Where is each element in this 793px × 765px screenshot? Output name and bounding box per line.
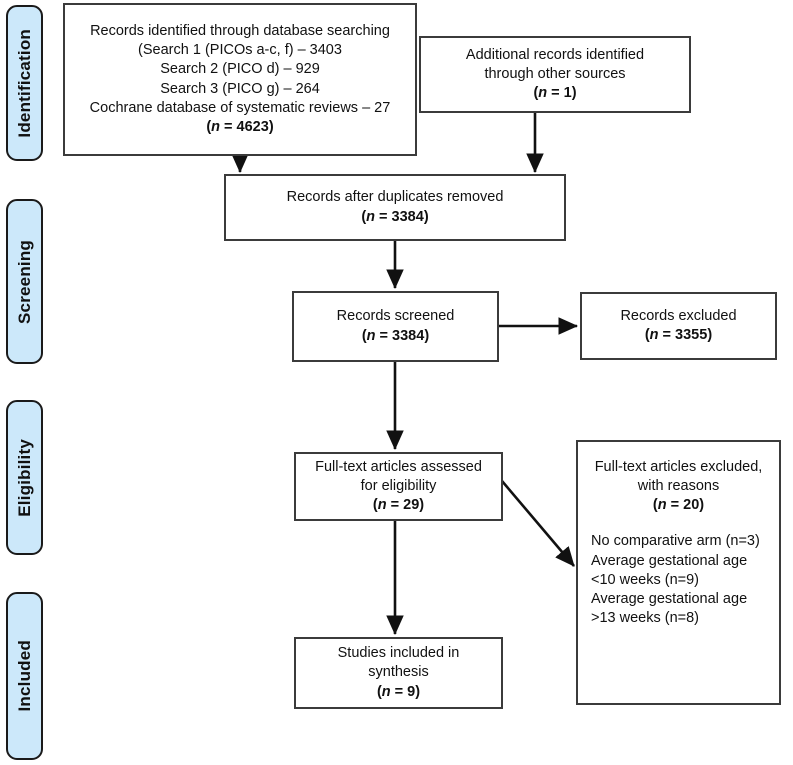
- box-records-after-duplicates: Records after duplicates removed (n = 33…: [224, 174, 566, 241]
- additional-records-line-2: through other sources: [484, 65, 626, 82]
- additional-records-count-symbol: n: [538, 85, 548, 102]
- stage-screening-label: Screening: [14, 239, 34, 324]
- additional-records-count-prefix: (: [533, 85, 539, 102]
- box-studies-included: Studies included in synthesis (n = 9): [294, 637, 503, 709]
- box-additional-records: Additional records identified through ot…: [419, 36, 691, 113]
- fulltext-assessed-count: (n = 29): [373, 496, 424, 515]
- fulltext-excluded-reason-4: Average gestational age: [591, 590, 748, 607]
- studies-included-count-value: = 9): [390, 683, 421, 700]
- records-identified-count-prefix: (: [206, 118, 212, 135]
- records-identified-line-2: (Search 1 (PICOs a-c, f) – 3403: [138, 42, 342, 59]
- after-duplicates-count-symbol: n: [366, 208, 376, 225]
- records-screened-count: (n = 3384): [362, 327, 429, 346]
- fulltext-excluded-count-prefix: (: [652, 497, 658, 514]
- studies-included-count: (n = 9): [377, 683, 420, 702]
- box-fulltext-assessed: Full-text articles assessed for eligibil…: [294, 452, 503, 521]
- records-identified-line-1: Records identified through database sear…: [90, 23, 390, 40]
- stage-eligibility-label: Eligibility: [14, 438, 34, 517]
- stage-eligibility: Eligibility: [6, 400, 43, 555]
- stage-screening: Screening: [6, 199, 43, 364]
- records-excluded-count-symbol: n: [649, 327, 659, 343]
- fulltext-assessed-count-value: = 29): [386, 497, 425, 514]
- fulltext-excluded-count: (n = 20): [584, 496, 773, 515]
- records-identified-line-5: Cochrane database of systematic reviews …: [89, 99, 391, 116]
- stage-identification-label: Identification: [14, 28, 34, 138]
- studies-included-line-2: synthesis: [368, 664, 429, 681]
- box-fulltext-excluded: Full-text articles excluded, with reason…: [576, 440, 781, 705]
- additional-records-count: (n = 1): [533, 84, 576, 103]
- fulltext-assessed-count-prefix: (: [372, 497, 378, 514]
- fulltext-excluded-reason-5: >13 weeks (n=8): [591, 609, 700, 626]
- fulltext-excluded-reason-2: Average gestational age: [591, 552, 748, 569]
- stage-identification: Identification: [6, 5, 43, 161]
- fulltext-assessed-line-1: Full-text articles assessed: [315, 458, 482, 475]
- fulltext-excluded-count-symbol: n: [657, 497, 667, 514]
- records-identified-count: (n = 4623): [206, 118, 273, 137]
- fulltext-excluded-line-1: Full-text articles excluded,: [594, 459, 763, 475]
- after-duplicates-count: (n = 3384): [361, 208, 428, 227]
- arrow-fulltext-to-excluded: [501, 480, 575, 567]
- records-excluded-line-1: Records excluded: [620, 307, 737, 324]
- records-excluded-count: (n = 3355): [645, 326, 712, 345]
- additional-records-count-value: = 1): [547, 85, 577, 102]
- records-screened-line-1: Records screened: [336, 308, 455, 325]
- records-screened-count-value: = 3384): [375, 327, 430, 344]
- records-excluded-count-prefix: (: [644, 327, 650, 343]
- records-identified-line-4: Search 3 (PICO g) – 264: [160, 80, 320, 97]
- fulltext-excluded-reason-3: <10 weeks (n=9): [591, 571, 700, 588]
- fulltext-assessed-line-2: for eligibility: [360, 477, 437, 494]
- after-duplicates-count-prefix: (: [361, 208, 367, 225]
- box-records-screened: Records screened (n = 3384): [292, 291, 499, 362]
- fulltext-excluded-count-value: = 20): [666, 497, 705, 514]
- fulltext-excluded-line-2: with reasons: [637, 478, 720, 495]
- additional-records-line-1: Additional records identified: [465, 46, 645, 63]
- records-screened-count-prefix: (: [361, 327, 367, 344]
- studies-included-count-prefix: (: [376, 683, 382, 700]
- studies-included-count-symbol: n: [381, 683, 391, 700]
- studies-included-line-1: Studies included in: [337, 645, 460, 662]
- after-duplicates-line-1: Records after duplicates removed: [286, 189, 504, 206]
- records-identified-line-3: Search 2 (PICO d) – 929: [160, 61, 320, 78]
- records-excluded-count-value: = 3355): [658, 327, 713, 343]
- stage-included: Included: [6, 592, 43, 760]
- fulltext-assessed-count-symbol: n: [377, 497, 387, 514]
- records-screened-count-symbol: n: [366, 327, 376, 344]
- records-identified-count-value: = 4623): [220, 118, 274, 135]
- records-identified-count-symbol: n: [211, 118, 221, 135]
- after-duplicates-count-value: = 3384): [375, 208, 429, 225]
- fulltext-excluded-reason-1: No comparative arm (n=3): [591, 533, 760, 550]
- box-records-identified: Records identified through database sear…: [63, 3, 417, 156]
- box-records-excluded: Records excluded (n = 3355): [580, 292, 777, 360]
- stage-included-label: Included: [14, 640, 34, 712]
- fulltext-excluded-reasons: No comparative arm (n=3) Average gestati…: [584, 532, 760, 628]
- fulltext-excluded-heading: Full-text articles excluded, with reason…: [584, 458, 773, 515]
